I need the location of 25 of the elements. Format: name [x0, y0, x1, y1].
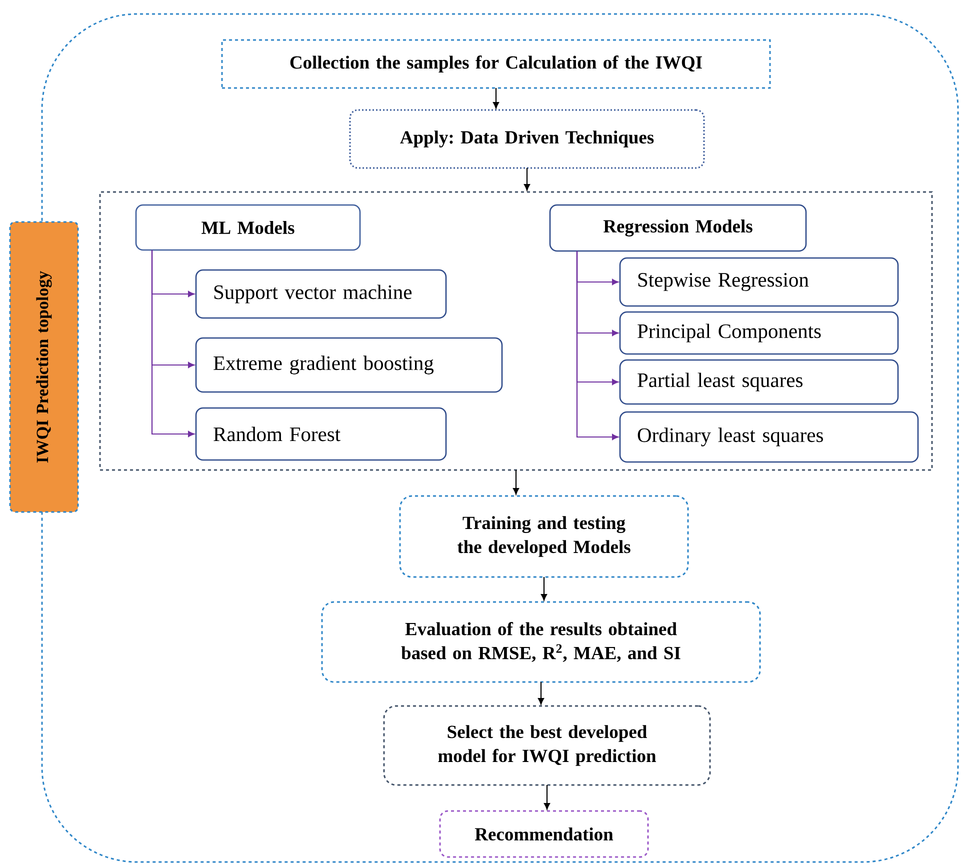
arrow: [493, 88, 500, 109]
model-box: Partial least squares: [619, 359, 899, 405]
process-box: Training and testing the developed Models: [399, 495, 689, 578]
category-box: Regression Models: [549, 204, 807, 252]
process-box: Select the best developed model for IWQI prediction: [383, 705, 711, 786]
arrow: [524, 168, 530, 191]
arrow: [576, 251, 619, 440]
model-box: Extreme gradient boosting: [195, 337, 503, 393]
process-box: Evaluation of the results obtained based on RMSE, R$^{2}$, MAE, and SI: [321, 601, 761, 683]
arrow: [541, 577, 548, 601]
model-box: Random Forest: [195, 407, 447, 461]
process-box: Collection the samples for Calculation of the IWQI: [221, 39, 771, 89]
model-box: Stepwise Regression: [619, 257, 899, 307]
process-box: Apply: Data Driven Techniques: [349, 109, 705, 169]
side-label-box: IWQI Prediction topology: [9, 221, 79, 513]
process-box: Recommendation: [439, 810, 649, 858]
model-box: Ordinary least squares: [619, 411, 919, 463]
model-box: Principal Components: [619, 311, 899, 355]
arrow: [151, 250, 195, 437]
group-frame: [99, 191, 933, 471]
model-box: Support vector machine: [195, 269, 447, 319]
arrow: [538, 682, 544, 705]
arrow: [513, 470, 520, 495]
arrow: [544, 785, 550, 810]
category-box: ML Models: [135, 204, 361, 251]
